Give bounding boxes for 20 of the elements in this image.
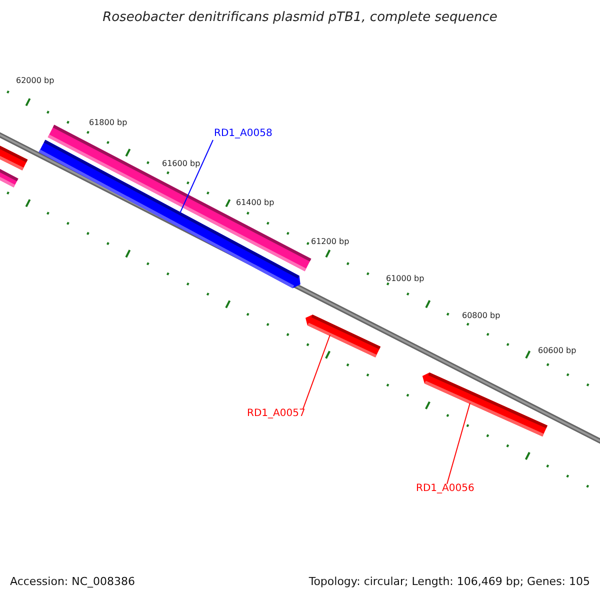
scale-label: 61000 bp bbox=[386, 274, 424, 283]
gene-label: RD1_A0058 bbox=[214, 128, 272, 139]
leader-line bbox=[446, 402, 470, 484]
scale-label: 61200 bp bbox=[311, 237, 350, 246]
sequence-info-text: Topology: circular; Length: 106,469 bp; Genes: 105 bbox=[308, 575, 590, 588]
gene-label: RD1_A0056 bbox=[416, 483, 474, 494]
gene-arrow bbox=[306, 314, 381, 358]
leader-line bbox=[180, 140, 214, 214]
gene-arrow bbox=[38, 140, 300, 288]
scale-label: 62000 bp bbox=[16, 76, 54, 85]
scale-label: 61600 bp bbox=[162, 159, 200, 168]
scale-label: 60800 bp bbox=[462, 311, 500, 320]
diagram-title: Roseobacter denitrificans plasmid pTB1, complete sequence bbox=[102, 10, 498, 25]
gene-arrow bbox=[422, 372, 548, 436]
leader-line bbox=[302, 334, 330, 410]
scale-label: 61400 bp bbox=[236, 198, 274, 207]
gene-label: RD1_A0057 bbox=[247, 408, 306, 419]
scale-label: 61800 bp bbox=[89, 118, 128, 127]
scale-label: 60600 bp bbox=[538, 346, 576, 355]
accession-text: Accession: NC_008386 bbox=[10, 575, 136, 588]
